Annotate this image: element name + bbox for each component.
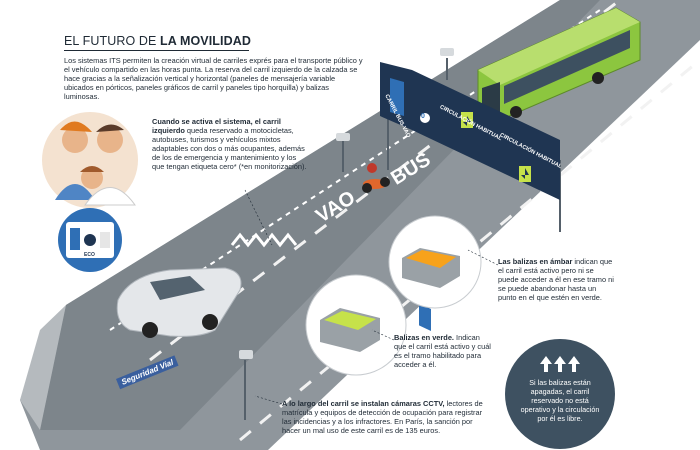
callout-left-lane-bold: Cuando se activa el sistema, el carril i… (152, 117, 281, 135)
car (116, 267, 242, 338)
callout-cctv-text: lectores de matrícula y equipos de detec… (282, 399, 483, 435)
info-circle-text: Si las balizas están apagadas, el carril… (520, 378, 600, 423)
callout-amber-bold: Las balizas en ámbar (498, 257, 573, 266)
callout-left-lane-text: queda reservado a motocicletas, autobuse… (152, 126, 307, 171)
callout-connectors (244, 189, 499, 405)
zigzag-marking (230, 232, 298, 248)
sign-speed: 0 (421, 113, 425, 120)
callout-green-beacons: Balizas en verde. Indican que el carril … (394, 333, 492, 369)
intro-text: Los sistemas ITS permiten la creación vi… (64, 56, 363, 101)
callout-green-text: Indican que el carril está activo y cuál… (394, 333, 491, 369)
callout-green-bold: Balizas en verde. (394, 333, 454, 342)
sticker-label: ECO (84, 252, 95, 258)
callout-cctv-bold: A lo largo del carril se instalan cámara… (282, 399, 445, 408)
gantry (380, 62, 561, 331)
lane-divider (109, 9, 601, 331)
info-circle (505, 339, 615, 449)
cctv-camera-2 (239, 350, 253, 420)
up-arrows-icon (540, 356, 580, 372)
page-title: EL FUTURO DE LA MOVILIDAD (64, 34, 251, 48)
people-illustration (42, 112, 138, 208)
callout-left-lane: Cuando se activa el sistema, el carril i… (152, 117, 310, 171)
title-prefix: EL FUTURO DE (64, 34, 160, 48)
green-beacon-detail (305, 274, 407, 376)
callout-amber-beacons: Las balizas en ámbar indican que el carr… (498, 257, 616, 302)
bus (477, 7, 641, 121)
motorcycle (362, 163, 390, 193)
callout-amber-text: indican que el carril está activo pero n… (498, 257, 614, 302)
cctv-camera (336, 133, 350, 172)
eco-sticker-detail (58, 208, 122, 272)
title-bold: LA MOVILIDAD (159, 34, 251, 48)
callout-cctv: A lo largo del carril se instalan cámara… (282, 399, 492, 435)
amber-beacon-detail (388, 215, 482, 309)
title-rule (64, 50, 249, 51)
road-shoulder (20, 305, 66, 430)
cctv-camera-3 (440, 48, 454, 80)
